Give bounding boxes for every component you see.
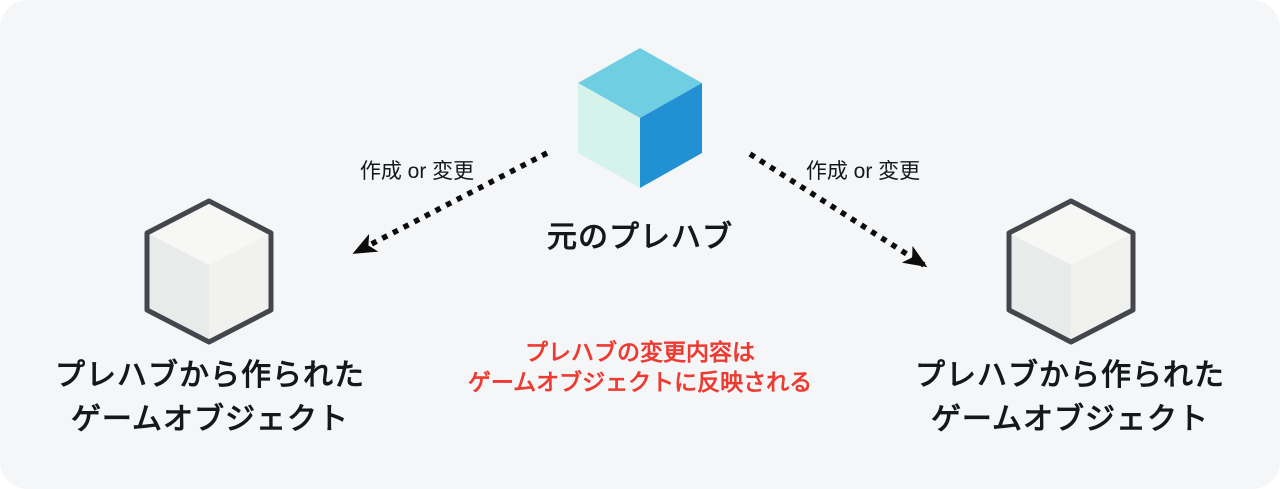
- gameobject-cube-left-face: [147, 233, 209, 342]
- arrow-left-label: 作成 or 変更: [359, 160, 475, 183]
- prefab-title: 元のプレハブ: [547, 221, 733, 254]
- gameobject-cube-right-face: [209, 233, 271, 342]
- gameobject-cube-outline: [1006, 198, 1136, 345]
- label-line1: プレハブから作られた: [915, 359, 1225, 392]
- gameobject-cube-right-face: [1071, 233, 1133, 342]
- left-gameobject-label: プレハブから作られた ゲームオブジェクト: [0, 354, 420, 442]
- note-line1: プレハブの変更内容は: [525, 339, 755, 365]
- right-gameobject-label: プレハブから作られた ゲームオブジェクト: [860, 354, 1280, 442]
- note-line2: ゲームオブジェクトに反映される: [467, 369, 813, 395]
- prefab-cube-left-face: [578, 83, 640, 188]
- label-line2: ゲームオブジェクト: [70, 403, 350, 436]
- prefab-cube-icon: [578, 48, 702, 188]
- gameobject-cube-left-face: [1009, 233, 1071, 342]
- label-line2: ゲームオブジェクト: [930, 403, 1210, 436]
- prefab-cube-right-face: [640, 83, 702, 188]
- arrow-right-label: 作成 or 変更: [805, 160, 921, 183]
- label-line1: プレハブから作られた: [55, 359, 365, 392]
- gameobject-cube-right-icon: [1006, 198, 1136, 345]
- gameobject-cube-left-icon: [144, 198, 274, 345]
- gameobject-cube-outline: [144, 198, 274, 345]
- prefab-change-note: プレハブの変更内容は ゲームオブジェクトに反映される: [440, 337, 840, 397]
- arrow-right: [748, 151, 928, 268]
